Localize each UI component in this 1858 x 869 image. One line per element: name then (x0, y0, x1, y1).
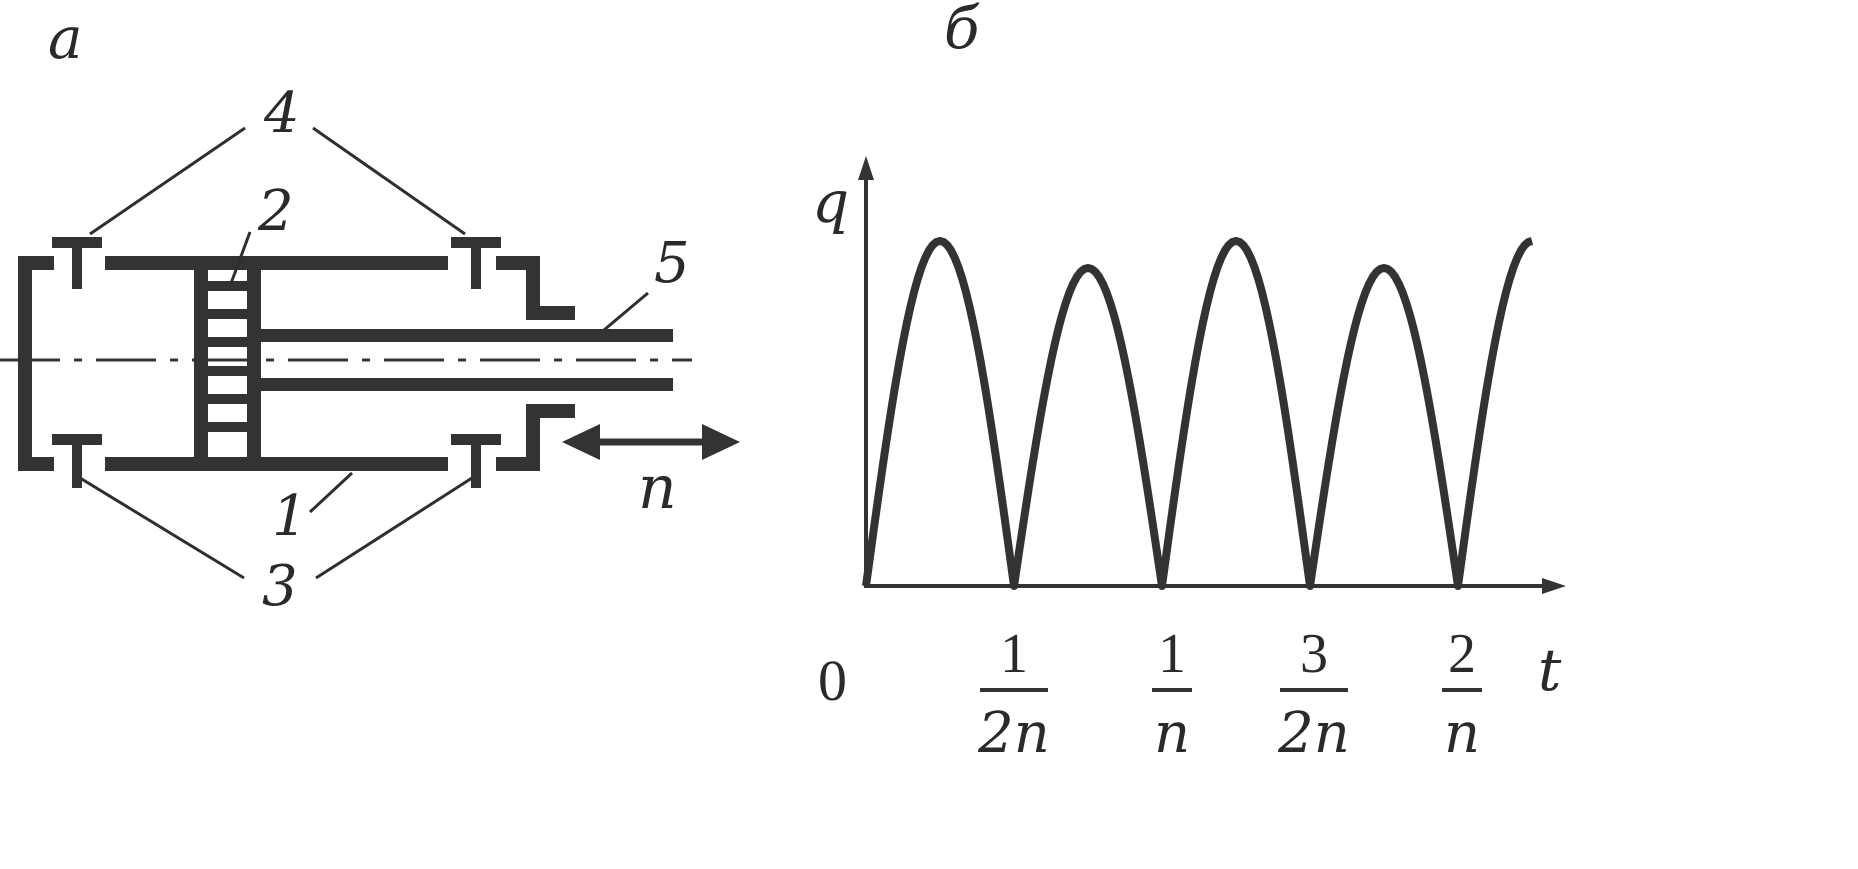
flow-graph (858, 156, 1566, 594)
leader-2 (228, 231, 252, 287)
tick-one-n-den: n (1154, 701, 1190, 766)
right-gland-bottom (496, 404, 575, 471)
tick-one-n: 1 n (1152, 623, 1192, 766)
port-bottom-left (52, 434, 102, 488)
leader-3-left (79, 476, 245, 580)
tick-one-n-num: 1 (1158, 623, 1186, 685)
callout-5: 5 (654, 231, 690, 296)
hydraulic-cylinder (0, 237, 692, 488)
tick-half-n: 1 2n (977, 623, 1050, 766)
leader-5 (603, 291, 649, 332)
tick-three-half-n-num: 3 (1300, 623, 1328, 685)
right-gland-top (496, 256, 575, 320)
piston (194, 260, 261, 464)
panel-a-label: а (48, 4, 83, 72)
origin-label: 0 (818, 648, 847, 713)
tick-two-n-num: 2 (1448, 623, 1476, 685)
x-axis-label: t (1538, 636, 1562, 704)
port-top-right (451, 237, 501, 289)
flow-curve (862, 237, 1534, 590)
motion-arrow (562, 424, 740, 460)
x-axis-arrow (1542, 578, 1566, 594)
tick-two-n: 2 n (1442, 623, 1482, 766)
rod-top (261, 329, 673, 342)
left-cap-top (18, 256, 54, 270)
cylinder-bottom-wall (105, 457, 448, 471)
motion-label: n (638, 453, 677, 523)
left-end-cap (18, 260, 32, 470)
leader-4-right (312, 126, 466, 236)
callout-2: 2 (257, 179, 294, 244)
tick-three-half-n: 3 2n (1277, 623, 1350, 766)
leader-1 (308, 471, 354, 514)
tick-three-half-n-den: 2n (1277, 701, 1350, 766)
tick-half-n-den: 2n (977, 701, 1050, 766)
leader-lines (79, 126, 649, 580)
leader-3-right (315, 476, 473, 580)
cylinder-top-wall (105, 256, 448, 270)
y-axis-arrow (858, 156, 874, 180)
callout-1: 1 (272, 484, 308, 549)
leader-4-left (89, 126, 246, 236)
left-cap-bottom (18, 457, 54, 471)
panel-b-label: б (944, 0, 980, 62)
rod-bottom (261, 378, 673, 391)
callout-4: 4 (263, 81, 300, 146)
port-bottom-right (451, 434, 501, 488)
tick-two-n-den: n (1444, 701, 1480, 766)
callout-3: 3 (262, 554, 298, 619)
y-axis-label: q (812, 168, 849, 236)
tick-half-n-num: 1 (1000, 623, 1028, 685)
port-top-left (52, 237, 102, 289)
